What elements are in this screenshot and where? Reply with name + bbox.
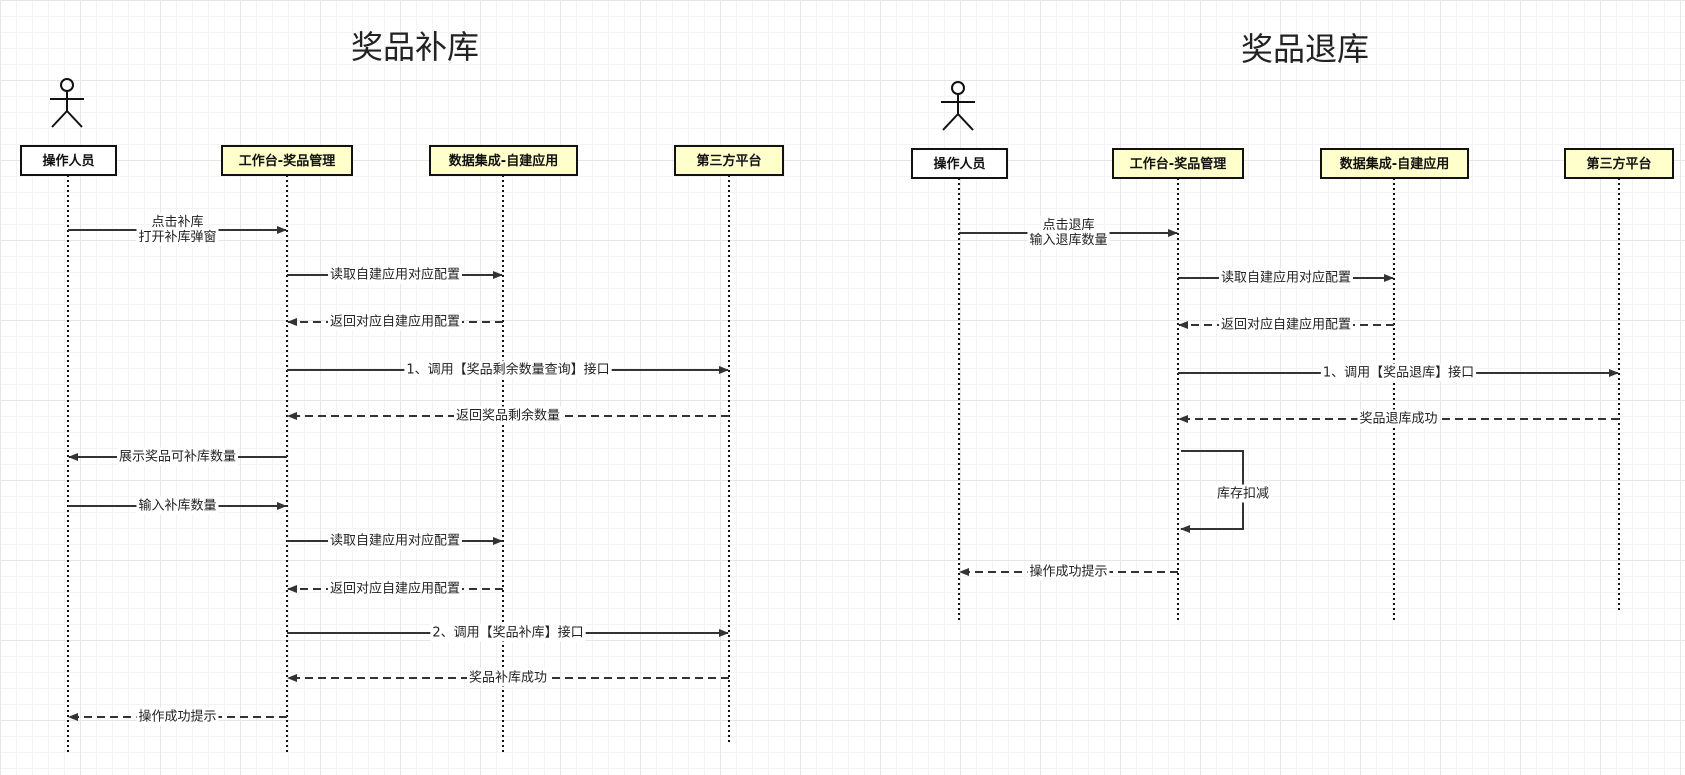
actor-leg-right — [66, 110, 83, 128]
message-label-background — [136, 496, 219, 515]
participant-label: 第三方平台 — [696, 153, 761, 169]
participant-box — [1564, 148, 1674, 179]
message-label-background — [1218, 315, 1354, 334]
message-label: 输入退库数量 — [1029, 232, 1107, 248]
message-label-background — [327, 265, 463, 284]
actor-head — [60, 78, 74, 92]
message-label: 点击退库 — [1042, 217, 1094, 233]
message-label: 1、调用【奖品剩余数量查询】接口 — [406, 362, 609, 378]
message-label: 1、调用【奖品退库】接口 — [1323, 365, 1474, 381]
message-label-background — [466, 668, 550, 687]
participant-box — [1320, 148, 1469, 179]
diagram-title: 奖品退库 — [1241, 30, 1369, 68]
message-label: 打开补库弹窗 — [138, 229, 216, 245]
participant-box — [221, 145, 353, 176]
message-label-background — [1320, 363, 1477, 382]
message-label-background — [327, 531, 463, 550]
participant-label: 工作台-奖品管理 — [239, 153, 335, 169]
participant-box — [674, 145, 784, 176]
message-label-background — [136, 228, 219, 246]
participant-label: 数据集成-自建应用 — [449, 153, 558, 169]
message-label-background — [1214, 484, 1272, 503]
message-label-background — [327, 579, 463, 598]
message-label: 操作成功提示 — [1029, 564, 1107, 580]
participant-label: 数据集成-自建应用 — [1340, 156, 1449, 172]
message-label: 返回对应自建应用配置 — [330, 314, 460, 330]
message-label: 展示奖品可补库数量 — [119, 449, 236, 465]
actor-leg-left — [51, 110, 68, 128]
message-label-background — [430, 623, 586, 642]
message-label: 读取自建应用对应配置 — [330, 267, 460, 283]
message-label-background — [1027, 231, 1110, 249]
actor-leg-left — [942, 113, 959, 131]
actor-leg-right — [957, 113, 974, 131]
message-label: 返回对应自建应用配置 — [330, 581, 460, 597]
message-label: 输入补库数量 — [138, 498, 216, 514]
message-label: 操作成功提示 — [138, 709, 216, 725]
participant-box — [20, 145, 117, 176]
participant-label: 操作人员 — [933, 156, 985, 172]
actor-head — [951, 81, 965, 95]
message-label: 库存扣减 — [1217, 486, 1269, 502]
message-label: 读取自建应用对应配置 — [330, 533, 460, 549]
participant-label: 工作台-奖品管理 — [1130, 156, 1226, 172]
message-label: 奖品退库成功 — [1359, 411, 1437, 427]
message-label-background — [1357, 409, 1440, 428]
message-label-background — [327, 312, 463, 331]
participant-box — [429, 145, 578, 176]
participant-label: 操作人员 — [42, 153, 94, 169]
message-label: 点击补库 — [151, 214, 203, 230]
message-label-background — [1040, 216, 1097, 234]
message-label: 返回对应自建应用配置 — [1221, 317, 1351, 333]
message-label-background — [149, 213, 206, 231]
message-label: 返回奖品剩余数量 — [456, 408, 560, 424]
message-label-background — [404, 360, 612, 379]
participant-label: 第三方平台 — [1586, 156, 1651, 172]
message-label-background — [453, 406, 563, 425]
message-label-background — [1027, 562, 1110, 581]
diagram-title: 奖品补库 — [351, 28, 479, 66]
participant-box — [911, 148, 1008, 179]
message-label: 2、调用【奖品补库】接口 — [432, 625, 583, 641]
message-label-background — [1218, 268, 1354, 287]
message-label: 读取自建应用对应配置 — [1221, 270, 1351, 286]
message-label-background — [116, 447, 239, 466]
message-label: 奖品补库成功 — [469, 670, 547, 686]
participant-box — [1112, 148, 1244, 179]
message-label-background — [136, 707, 219, 726]
